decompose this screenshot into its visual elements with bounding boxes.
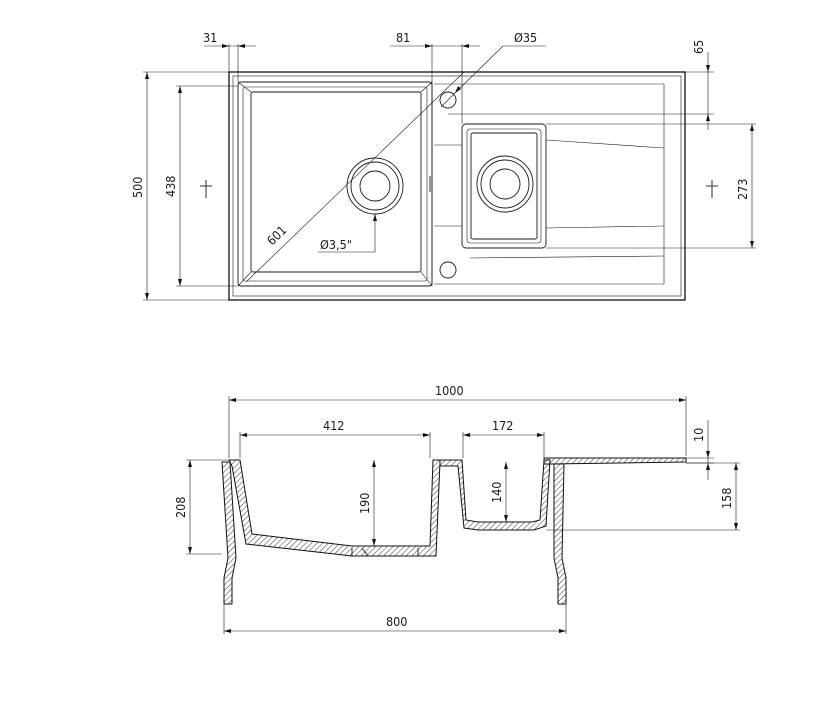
small-bowl — [461, 123, 547, 249]
large-bowl-section — [228, 459, 441, 557]
right-support-section — [553, 463, 567, 605]
dim-81: 81 — [396, 30, 410, 45]
drainer-section — [543, 457, 687, 465]
section-marker-left — [200, 180, 212, 198]
dim-500: 500 — [130, 177, 145, 198]
top-view: 31 81 Ø35 65 500 438 601 — [130, 30, 756, 301]
dim-diameter-35: Ø35 — [514, 30, 537, 45]
dim-drain-3-5-inch: Ø3,5" — [320, 237, 352, 252]
drainer-grooves — [434, 83, 665, 285]
dim-190: 190 — [357, 493, 372, 514]
dim-208: 208 — [173, 497, 188, 518]
section-view: 1000 412 172 10 208 190 — [173, 383, 740, 634]
dim-1000: 1000 — [435, 383, 464, 398]
dim-601: 601 — [264, 222, 290, 248]
dim-65: 65 — [691, 40, 706, 54]
dim-172: 172 — [492, 418, 513, 433]
sink-outline — [228, 71, 686, 301]
dim-273: 273 — [735, 179, 750, 200]
left-support-section — [221, 461, 237, 605]
dim-412: 412 — [323, 418, 344, 433]
dim-800: 800 — [386, 614, 407, 629]
dim-158: 158 — [719, 488, 734, 509]
tap-hole — [439, 91, 457, 109]
dim-31: 31 — [203, 30, 217, 45]
overflow-hole — [439, 261, 457, 279]
section-marker-right — [706, 180, 718, 198]
dim-438: 438 — [163, 176, 178, 197]
dim-10: 10 — [691, 428, 706, 442]
dim-140: 140 — [489, 482, 504, 503]
